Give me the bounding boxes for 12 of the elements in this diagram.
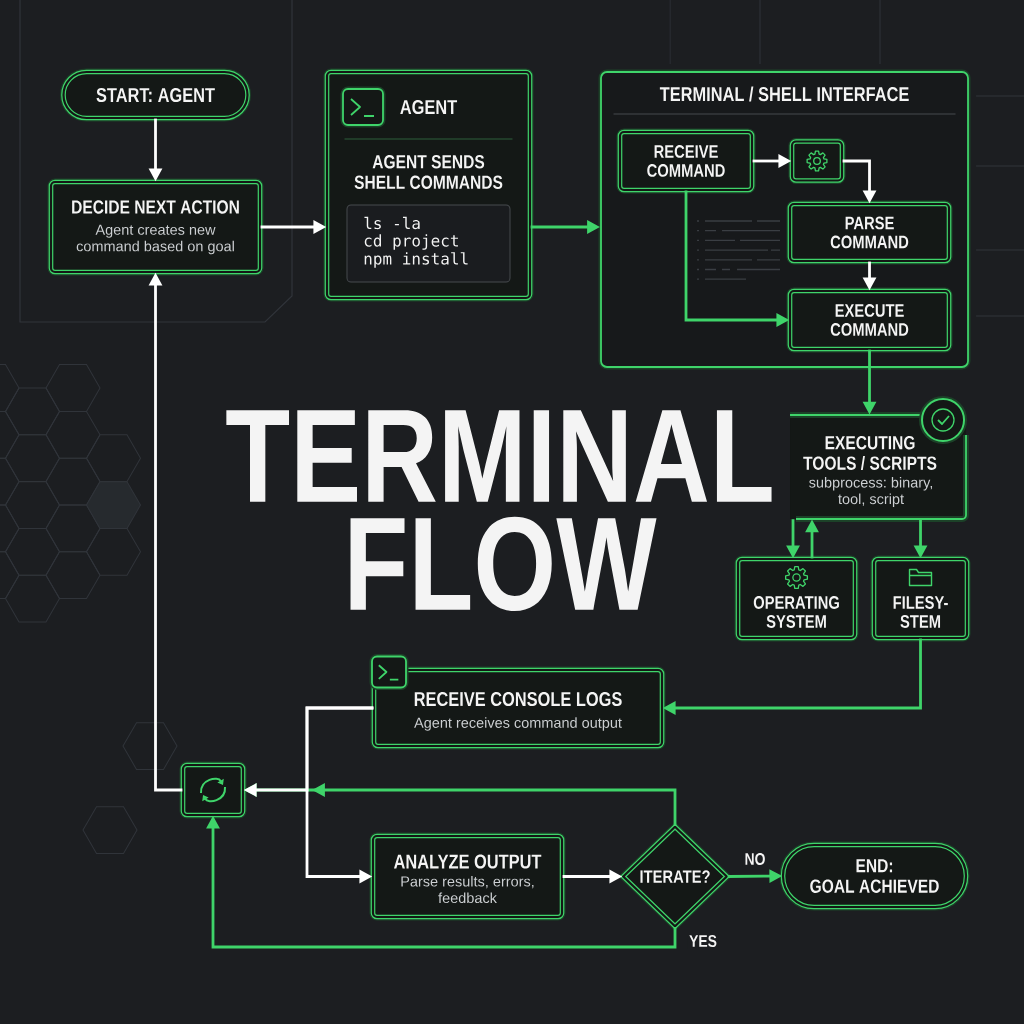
process-box: RECEIVE COMMAND (616, 128, 756, 194)
process-box: ANALYZE OUTPUT Parse results, errors, feedback (369, 832, 566, 921)
code-block: ls -la cd project npm install (346, 204, 511, 283)
terminator-pill: END: GOAL ACHIEVED (779, 841, 970, 911)
process-box: DECIDE NEXT ACTION Agent creates new command based on goal (47, 178, 264, 276)
process-box: PARSE COMMAND (786, 200, 953, 265)
process-box: OPERATING SYSTEM (734, 555, 859, 642)
process-box: FILESY- STEM (870, 555, 971, 642)
process-box: RECEIVE CONSOLE LOGS Agent receives command output (370, 666, 666, 750)
process-box: EXECUTING TOOLS / SCRIPTS subprocess: binary, tool, script (789, 412, 969, 522)
terminator-pill: START: AGENT (60, 68, 251, 122)
process-box: EXECUTE COMMAND (786, 287, 953, 353)
